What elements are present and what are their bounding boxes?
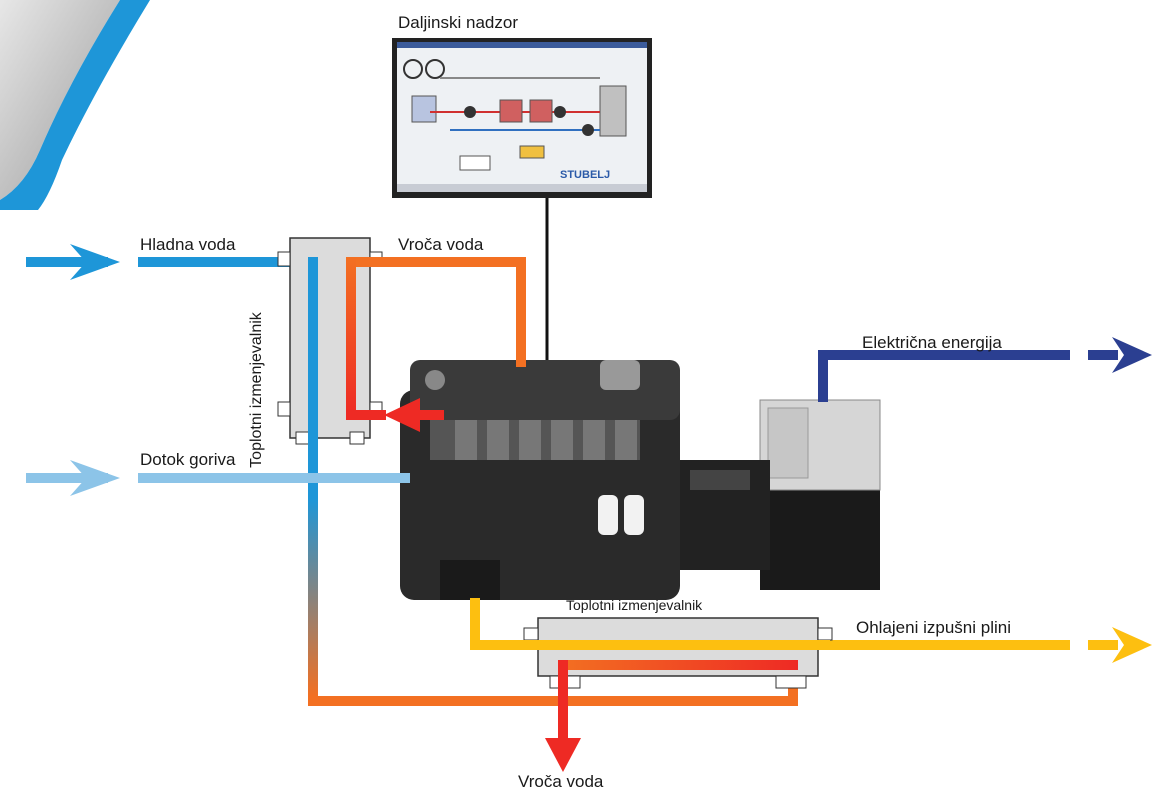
fuel-supply-label: Dotok goriva [140,450,236,469]
monitor-brand: STUBELJ [560,169,610,181]
heat-exchanger-bottom-label: Toplotni izmenjevalnik [566,597,703,613]
heat-exchanger-left-label: Toplotni izmenjevalnik [248,312,265,468]
cold-water-label: Hladna voda [140,235,236,254]
electric-energy-label: Električna energija [862,333,1002,352]
fuel-supply-line [26,460,410,496]
electric-line [818,337,1152,402]
hot-water-top-label: Vroča voda [398,235,484,254]
remote-monitoring-label: Daljinski nadzor [398,13,518,32]
corner-decoration [0,0,150,210]
hot-water-bottom-label: Vroča voda [518,772,604,791]
cooled-exhaust-label: Ohlajeni izpušni plini [856,618,1011,637]
cold-water-line [26,244,318,280]
engine-generator-icon [400,360,881,600]
hot-water-outlet [545,660,798,772]
heat-exchanger-left [277,237,383,445]
heat-exchanger-bottom [470,617,833,689]
monitor-screen-icon: STUBELJ [392,38,652,198]
